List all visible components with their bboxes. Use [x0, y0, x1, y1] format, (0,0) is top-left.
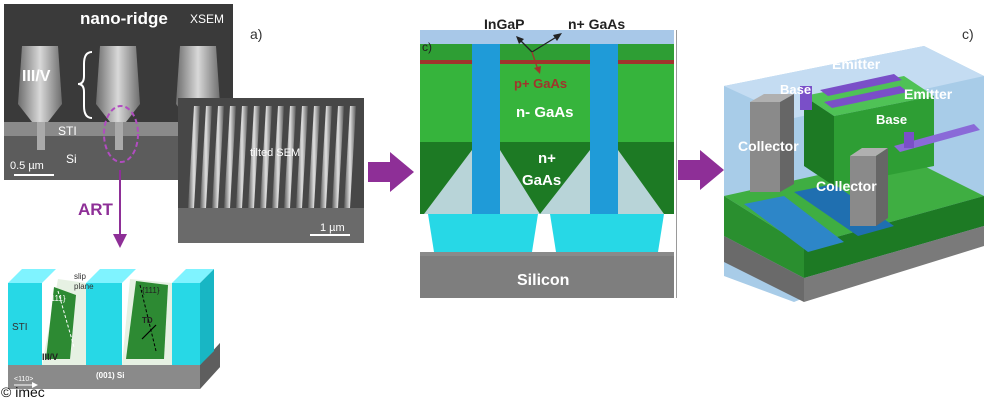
xsem-image: [4, 4, 233, 180]
art-arrow-icon: [113, 170, 127, 248]
arrow-right-icon-2: [678, 150, 724, 190]
label-iiiv: III/V: [22, 68, 51, 85]
hbt-cross-section: [420, 30, 674, 298]
art-sti-label: STI: [12, 322, 28, 333]
art-substrate-label: (001) Si: [96, 371, 125, 380]
tilted-sem-label: tilted SEM: [250, 147, 301, 159]
arrow-right-icon-1: [368, 152, 414, 192]
label-base-1: Base: [780, 82, 812, 97]
panel-a-mode: XSEM: [190, 12, 225, 26]
panel-b-tag: c): [422, 40, 432, 54]
label-sti: STI: [58, 124, 77, 138]
label-p-plus-gaas: p+ GaAs: [514, 76, 568, 91]
art-plane-label: plane: [74, 282, 94, 291]
art-iiiv-label: III/V: [42, 352, 59, 362]
label-n-plus-gaas-top: n+ GaAs: [568, 16, 626, 32]
tilted-sem-image: [178, 98, 364, 243]
copyright: © imec: [1, 384, 45, 400]
art-facet1-label: {111}: [48, 294, 66, 303]
label-base-2: Base: [876, 112, 908, 127]
art-slip-label: slip: [74, 272, 87, 281]
art-facet2-label: {111}: [142, 286, 160, 295]
panel-c-tag: c): [962, 26, 974, 42]
label-emitter-1: Emitter: [832, 56, 881, 72]
scale-bar-label: 0.5 µm: [10, 160, 44, 172]
label-collector-2: Collector: [816, 178, 877, 194]
divider-line: [676, 30, 677, 298]
label-ingap: InGaP: [484, 16, 525, 32]
label-collector-1: Collector: [738, 138, 799, 154]
art-direction-label: <110>: [14, 376, 34, 383]
art-schematic: [0, 255, 222, 395]
label-n-minus-gaas: n- GaAs: [516, 104, 574, 121]
label-si: Si: [66, 152, 77, 166]
label-n-plus-line2: GaAs: [522, 172, 562, 189]
art-td-label: TD: [142, 316, 153, 325]
label-silicon: Silicon: [517, 272, 570, 289]
hbt-3d-render: [724, 46, 984, 302]
panel-a-title: nano-ridge: [80, 9, 168, 28]
panel-a-tag: a): [250, 26, 263, 42]
label-emitter-2: Emitter: [904, 86, 953, 102]
art-label: ART: [78, 200, 113, 219]
tilted-scale-label: 1 µm: [320, 222, 345, 234]
label-n-plus-line1: n+: [538, 150, 556, 167]
